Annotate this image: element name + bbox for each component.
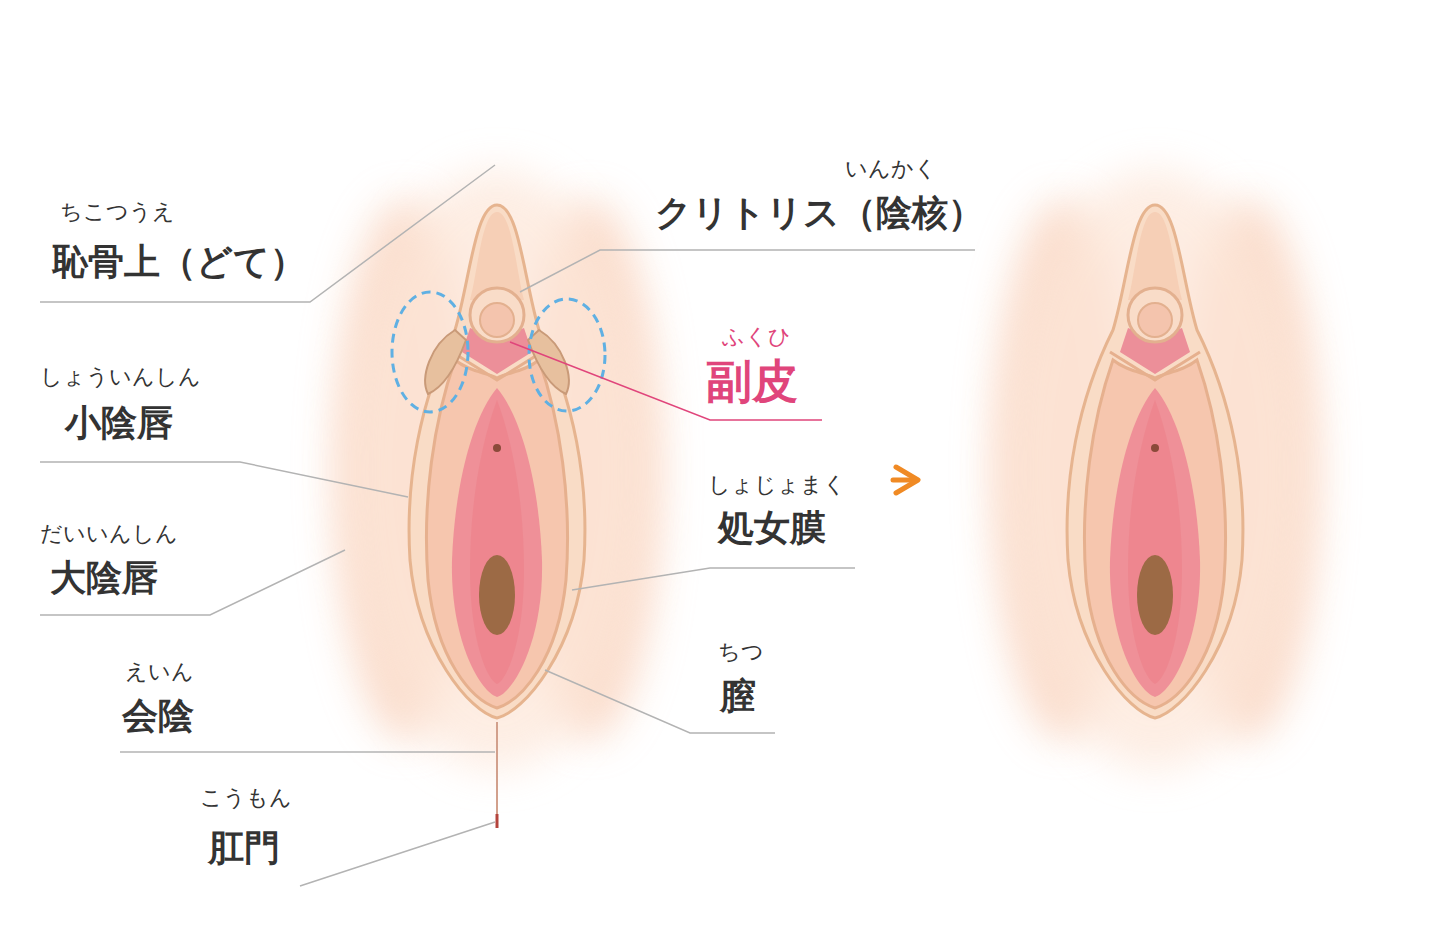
highlight-circle — [529, 299, 605, 411]
part-name: 副皮 — [706, 356, 798, 407]
part-name: 会陰 — [122, 696, 194, 736]
ruby-reading: こうもん — [200, 786, 292, 810]
vulva-after — [993, 170, 1318, 770]
ruby-reading: いんかく — [845, 157, 937, 181]
part-name: 肛門 — [208, 828, 280, 868]
leader-lines — [40, 165, 975, 886]
part-name: クリトリス（陰核） — [655, 193, 984, 233]
extra-skin-left — [425, 330, 466, 394]
part-name: 小陰唇 — [65, 403, 173, 443]
arrow — [893, 478, 916, 483]
ruby-reading: しょじょまく — [708, 473, 846, 497]
part-name: 処女膜 — [718, 508, 826, 548]
leader-line — [510, 342, 822, 420]
part-name: 大陰唇 — [50, 558, 158, 598]
part-name: 恥骨上（どて） — [52, 242, 306, 282]
perineum-line — [496, 722, 498, 825]
anus-mark — [496, 814, 499, 828]
ruby-reading: ちこつうえ — [60, 200, 175, 224]
ruby-reading: えいん — [125, 660, 194, 684]
part-name: 膣 — [720, 676, 756, 716]
vulva-before — [335, 170, 660, 770]
ruby-reading: ふくひ — [722, 325, 791, 349]
ruby-reading: だいいんしん — [40, 522, 178, 546]
ruby-reading: ちつ — [718, 640, 764, 664]
ruby-reading: しょういんしん — [40, 365, 201, 389]
highlight-circle — [392, 292, 468, 412]
